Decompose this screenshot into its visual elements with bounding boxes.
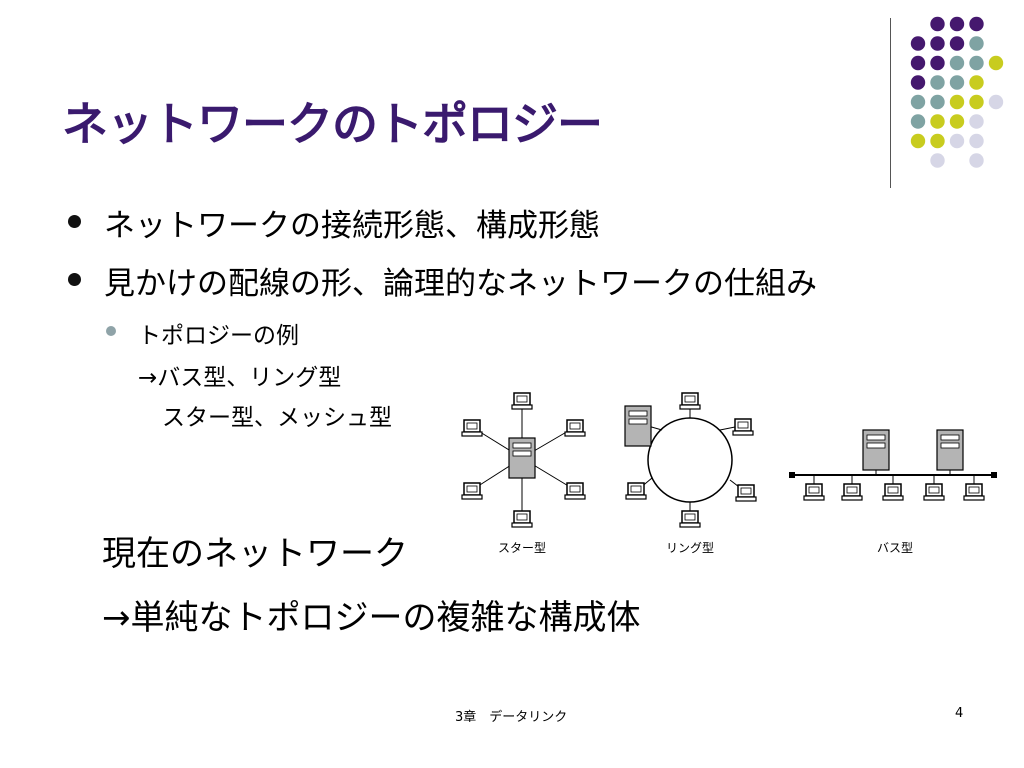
computer-icon (461, 419, 483, 437)
decorative-dot (910, 133, 926, 149)
computer-icon (625, 482, 647, 500)
bullet-text: ネットワークの接続形態、構成形態 (104, 208, 600, 244)
slide-title: ネットワークのトポロジー (62, 97, 603, 151)
decorative-dot (930, 133, 945, 149)
current-network-detail: →単純なトポロジーの複雑な構成体 (102, 598, 641, 638)
decorative-dot (949, 36, 965, 51)
computer-icon (511, 392, 533, 410)
ring-topology (624, 392, 757, 528)
decorative-dot (930, 94, 945, 110)
bus-topology (789, 429, 997, 501)
computer-icon (564, 482, 586, 500)
computer-icon (923, 483, 945, 501)
computer-icon (461, 482, 483, 500)
decorative-dot (949, 75, 965, 90)
computer-icon (882, 483, 904, 501)
decorative-dot (969, 55, 984, 71)
decorative-dot (949, 16, 965, 32)
decorative-dot (969, 114, 984, 129)
server-icon (862, 429, 890, 471)
ring-label: リング型 (666, 541, 714, 555)
sub-bullet-dot (106, 326, 116, 336)
computer-icon (735, 484, 757, 502)
star-topology (461, 392, 586, 528)
bullet-dot (68, 215, 81, 228)
computer-icon (963, 483, 985, 501)
decorative-dot (949, 114, 965, 129)
decorative-dot (930, 16, 945, 32)
star-label: スター型 (498, 541, 546, 555)
decorative-dot (910, 94, 926, 110)
decorative-dot (930, 153, 945, 168)
decorative-dot (930, 114, 945, 129)
decorative-dot (910, 75, 926, 90)
example-line-1: →バス型、リング型 (138, 365, 342, 391)
topology-diagram: スター型 リング型 バス型 (461, 392, 997, 555)
computer-icon (511, 510, 533, 528)
decorative-dot (930, 55, 945, 71)
decorative-dot-grid (910, 16, 1004, 168)
current-network-heading: 現在のネットワーク (102, 534, 408, 574)
decorative-dot (949, 94, 965, 110)
decorative-dot (988, 94, 1004, 110)
decorative-dot (969, 75, 984, 90)
bullet-dot (68, 273, 81, 286)
decorative-dot (910, 36, 926, 51)
decorative-dot (930, 75, 945, 90)
decorative-dot (969, 36, 984, 51)
computer-icon (679, 510, 701, 528)
server-icon (624, 405, 652, 447)
decorative-dot (969, 16, 984, 32)
bullet-text: 見かけの配線の形、論理的なネットワークの仕組み (104, 266, 817, 302)
decorative-dot (910, 55, 926, 71)
page-number: 4 (955, 706, 964, 721)
server-icon (508, 437, 536, 479)
computer-icon (732, 418, 754, 436)
decorative-dot (910, 114, 926, 129)
computer-icon (679, 392, 701, 410)
decorative-dot (930, 36, 945, 51)
computer-icon (841, 483, 863, 501)
decorative-dot (988, 55, 1004, 71)
server-icon (936, 429, 964, 471)
computer-icon (803, 483, 825, 501)
bus-label: バス型 (877, 541, 913, 555)
divider-line (890, 18, 891, 188)
decorative-dot (949, 133, 965, 149)
footer-chapter: 3章 データリンク (455, 710, 568, 725)
decorative-dot (969, 94, 984, 110)
computer-icon (564, 419, 586, 437)
sub-bullet-text: トポロジーの例 (138, 323, 299, 349)
decorative-dot (969, 133, 984, 149)
example-line-2: スター型、メッシュ型 (162, 405, 392, 431)
decorative-dot (949, 55, 965, 71)
decorative-dot (969, 153, 984, 168)
